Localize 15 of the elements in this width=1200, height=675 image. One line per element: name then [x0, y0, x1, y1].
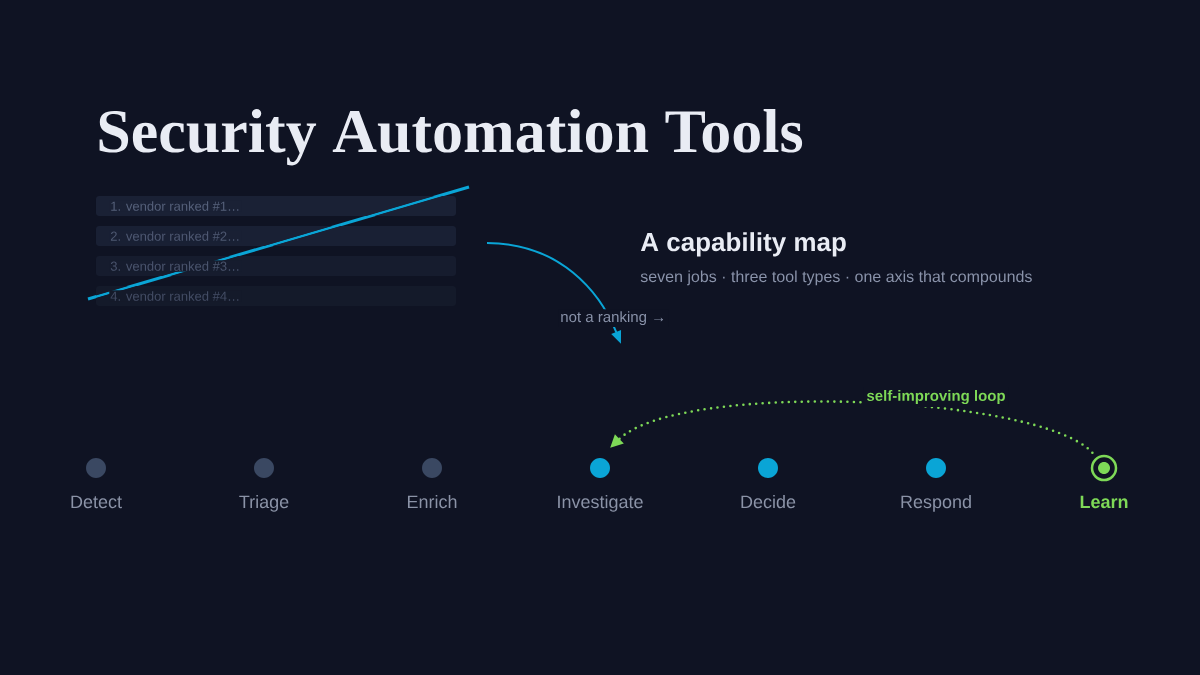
list-row: 3. vendor ranked #3… — [96, 256, 456, 276]
subtitle: seven jobs · three tool types · one axis that compounds — [640, 270, 1032, 286]
stage-label: Learn — [1080, 495, 1128, 509]
list-row: 1. vendor ranked #1… — [96, 196, 456, 216]
heading: A capability map — [640, 232, 846, 257]
stage-label: Decide — [741, 494, 796, 509]
annotation: not a ranking → — [558, 309, 669, 328]
stage-label: Enrich — [408, 494, 457, 509]
stage-label: Respond — [901, 494, 971, 512]
stage-label: Detect — [71, 495, 122, 509]
title: Security Automation Tools — [99, 109, 803, 166]
edge-label: self-improving loop — [863, 387, 1009, 408]
stage-label: Triage — [239, 494, 289, 512]
list-row: 2. vendor ranked #2… — [96, 226, 456, 246]
stage-label: Investigate — [558, 494, 643, 512]
